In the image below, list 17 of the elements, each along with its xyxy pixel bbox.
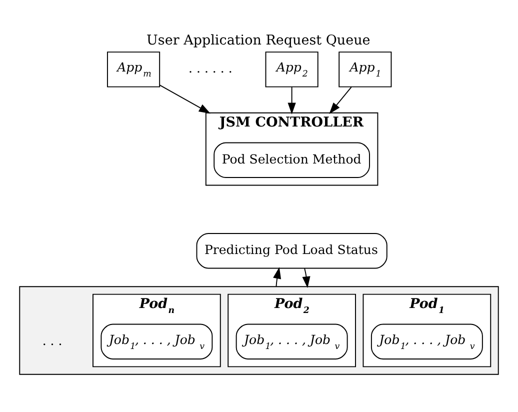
- cluster: [19, 286, 499, 375]
- diagram-title: User Application Request Queue: [146, 32, 370, 49]
- node-box: Pod Selection Method: [214, 142, 370, 178]
- node-box: App$_{m}$: [106, 52, 160, 88]
- node-box: App$_{1}$: [338, 52, 392, 88]
- arrow: [302, 268, 310, 288]
- arrow: [329, 86, 352, 114]
- arrow: [273, 267, 282, 288]
- node-box: App$_{2}$: [265, 52, 318, 88]
- node-box: Job$_{1}$, . . . , Job$_{v}$: [370, 324, 483, 360]
- node-box: Job$_{1}$, . . . , Job$_{v}$: [236, 324, 348, 360]
- label: . . . . . .: [188, 60, 232, 76]
- label: . . .: [42, 332, 62, 348]
- arrow: [288, 86, 296, 114]
- node-box: Job$_{1}$, . . . , Job$_{v}$: [100, 324, 213, 360]
- node-box: Predicting Pod Load Status: [196, 233, 388, 269]
- arrow: [159, 84, 211, 114]
